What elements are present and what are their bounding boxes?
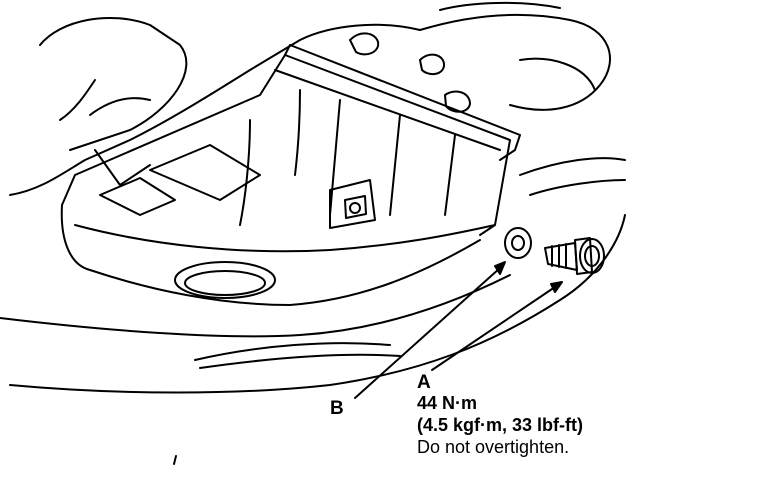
callout-leader-lines	[354, 261, 563, 399]
drain-plug-bolt	[544, 237, 605, 275]
stray-mark	[173, 455, 177, 465]
leader-line-a	[431, 286, 556, 371]
oil-pan	[60, 44, 521, 306]
torque-value-nm: 44 N·m	[417, 393, 478, 413]
drain-plug-washer	[504, 227, 532, 259]
callout-label-a: A	[417, 372, 431, 393]
torque-value-alternate: (4.5 kgf·m, 33 lbf-ft)	[417, 415, 584, 435]
torque-specification: 44 N·m (4.5 kgf·m, 33 lbf-ft) Do not ove…	[417, 392, 583, 458]
engine-block-outline	[9, 1, 611, 196]
overtighten-warning: Do not overtighten.	[417, 437, 570, 457]
leader-line-b	[354, 267, 501, 399]
callout-label-b: B	[330, 398, 344, 419]
subframe-outline	[0, 157, 626, 394]
